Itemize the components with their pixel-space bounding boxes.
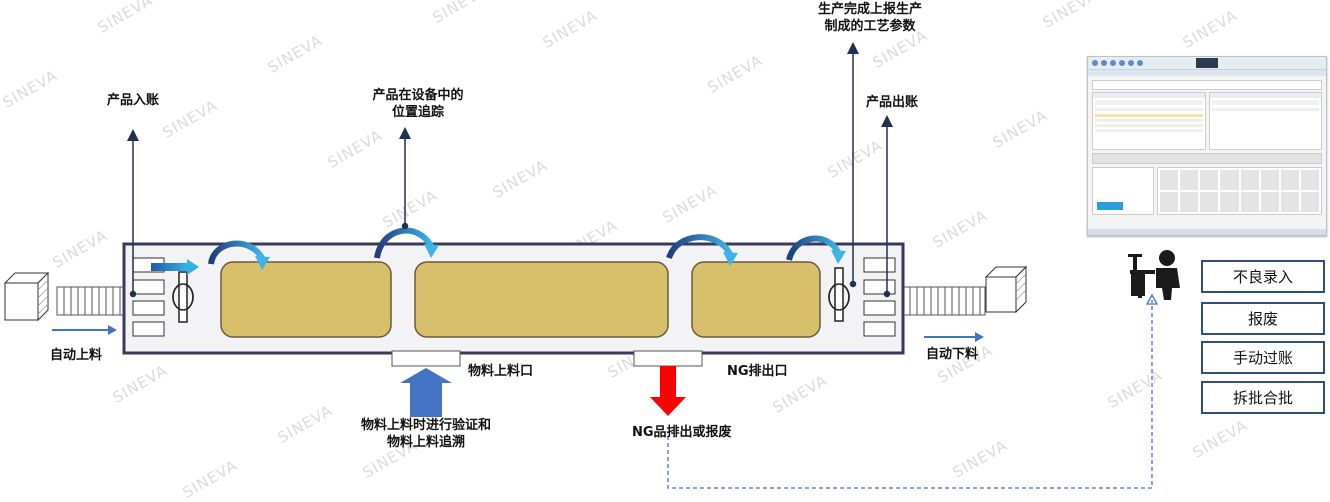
- label-ng-discard: NG品排出或报废: [632, 425, 732, 440]
- process-chambers: [220, 261, 821, 338]
- screen-form: [1092, 167, 1322, 215]
- label-product-in: 产品入账: [107, 93, 160, 108]
- output-product-box-icon: [984, 265, 1028, 314]
- entry-flow-arrow: [151, 259, 199, 275]
- label-position-tracking: 产品在设备中的 位置追踪: [358, 87, 478, 121]
- label-report-params: 生产完成上报生产 制成的工艺参数: [800, 1, 940, 35]
- ng-discard-arrow: [650, 366, 686, 416]
- ng-outlet-port: [633, 350, 703, 367]
- exit-scanner-icon: [828, 267, 850, 322]
- feedback-dashed-line: [667, 293, 1159, 489]
- transfer-arc-arrows: [208, 227, 846, 270]
- label-auto-unload: 自动下料: [926, 347, 979, 362]
- screen-tables: [1092, 92, 1322, 150]
- output-conveyor: [902, 286, 986, 316]
- scrap-button[interactable]: 报废: [1201, 302, 1325, 335]
- label-auto-load: 自动上料: [50, 348, 103, 363]
- manual-transfer-button[interactable]: 手动过账: [1201, 341, 1325, 374]
- label-material-port: 物料上料口: [468, 364, 534, 379]
- entry-scanner-icon: [172, 271, 194, 323]
- screen-toolbar: [1088, 57, 1326, 70]
- material-feed-arrow: [400, 368, 452, 417]
- defect-entry-button[interactable]: 不良录入: [1201, 260, 1325, 293]
- label-material-verify: 物料上料时进行验证和 物料上料追溯: [336, 417, 516, 451]
- label-material-verify-line1: 物料上料时进行验证和: [360, 418, 491, 433]
- label-report-params-line2: 制成的工艺参数: [824, 19, 916, 34]
- label-position-tracking-line2: 位置追踪: [391, 105, 444, 120]
- operator-at-desk-icon: [1128, 250, 1180, 300]
- label-product-out: 产品出账: [866, 95, 919, 110]
- input-conveyor: [56, 286, 126, 316]
- material-inlet-port: [391, 350, 461, 367]
- auto-load-arrow: [52, 325, 117, 335]
- info-up-arrows: [127, 42, 893, 298]
- label-ng-port: NG排出口: [727, 364, 788, 379]
- mes-screen-thumbnail: [1087, 56, 1327, 236]
- label-position-tracking-line1: 产品在设备中的: [372, 88, 464, 103]
- input-product-box-icon: [3, 271, 50, 322]
- auto-unload-arrow: [924, 332, 984, 342]
- label-report-params-line1: 生产完成上报生产: [817, 2, 922, 17]
- label-material-verify-line2: 物料上料追溯: [386, 435, 465, 450]
- split-merge-lot-button[interactable]: 拆批合批: [1201, 381, 1325, 414]
